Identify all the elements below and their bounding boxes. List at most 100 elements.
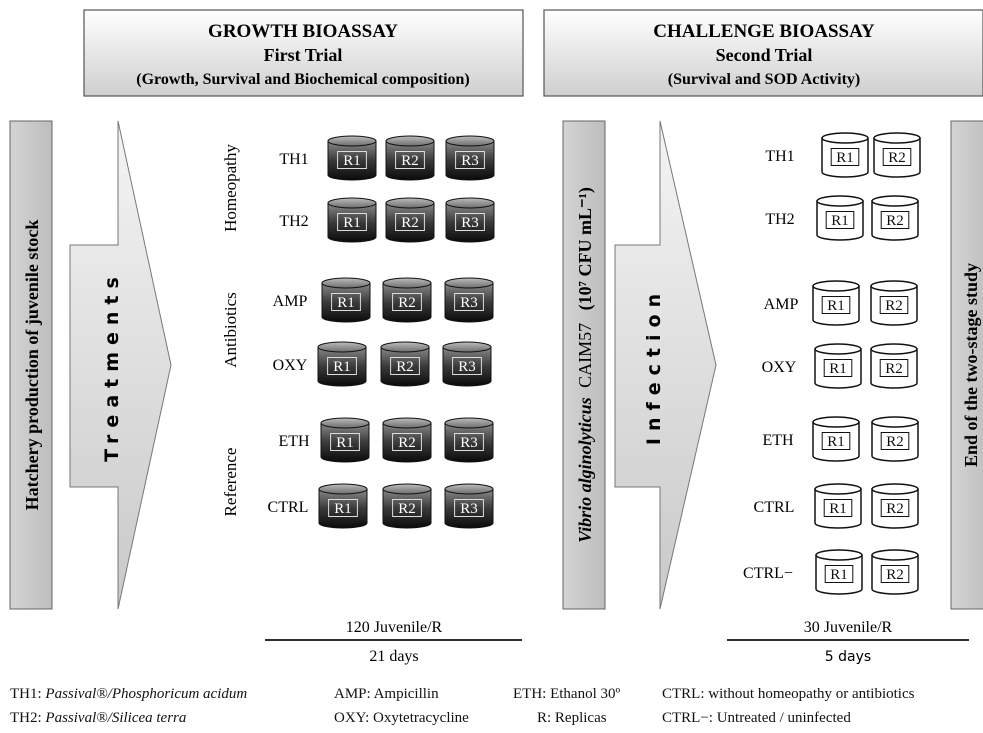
replicate-label: R2 xyxy=(401,153,419,169)
tank-rim xyxy=(870,280,918,292)
replicate-label: R2 xyxy=(885,361,903,377)
tank: R3 xyxy=(445,135,495,181)
challenge-row-label: CTRL xyxy=(754,499,795,516)
tank: R1 xyxy=(317,341,367,387)
tank-body xyxy=(385,202,435,243)
replicate-label: R2 xyxy=(398,501,416,517)
replicate-label: R1 xyxy=(343,153,361,169)
tank-body xyxy=(318,488,368,529)
challenge-header-box: CHALLENGE BIOASSAY Second Trial (Surviva… xyxy=(543,9,983,97)
tank: R2 xyxy=(871,195,919,241)
tank: R1 xyxy=(318,483,368,529)
tank: R2 xyxy=(873,132,921,178)
replicate-box xyxy=(454,293,484,311)
replicate-box xyxy=(392,433,422,451)
replicate-label: R1 xyxy=(836,150,854,166)
tank-rim xyxy=(321,277,371,289)
infection-label: Infection xyxy=(643,287,665,445)
replicate-label: R2 xyxy=(888,150,906,166)
tank-rim xyxy=(871,416,919,428)
legend-th1-value: Passival®/Phosphoricum acidum xyxy=(45,686,248,702)
replicate-label: R2 xyxy=(398,295,416,311)
challenge-title: CHALLENGE BIOASSAY xyxy=(653,21,875,42)
replicate-box xyxy=(452,357,482,375)
replicate-box xyxy=(392,499,422,517)
replicate-box xyxy=(882,148,912,166)
replicate-label: R3 xyxy=(460,501,478,517)
tank: R3 xyxy=(445,197,495,243)
right-bar: End of the two-stage study xyxy=(950,120,983,610)
replicate-box xyxy=(395,151,425,169)
replicate-label: R1 xyxy=(829,361,847,377)
tank: R3 xyxy=(442,341,492,387)
replicate-box xyxy=(390,357,420,375)
replicate-label: R1 xyxy=(831,213,849,229)
tank-body xyxy=(320,422,370,463)
tank-rim xyxy=(382,417,432,429)
legend-th2-value: Passival®/Silicea terra xyxy=(45,710,187,726)
tank-rim xyxy=(320,417,370,429)
replicate-label: R1 xyxy=(333,359,351,375)
tank: R2 xyxy=(871,416,919,462)
replicate-box xyxy=(330,433,360,451)
legend-oxy: OXY: Oxytetracycline xyxy=(334,710,469,726)
left-bar-label: Hatchery production of juvenile stock xyxy=(22,220,42,511)
tank: R3 xyxy=(444,417,494,463)
replicate-box xyxy=(880,211,910,229)
replicate-label: R1 xyxy=(829,501,847,517)
tank-body xyxy=(445,140,495,181)
infection-arrow: Infection xyxy=(614,120,717,610)
group-reference: Reference xyxy=(221,448,240,517)
tank: R2 xyxy=(385,197,435,243)
challenge-row-label: TH2 xyxy=(765,211,794,228)
tank-rim xyxy=(870,343,918,355)
replicate-label: R1 xyxy=(336,435,354,451)
replicate-label: R1 xyxy=(337,295,355,311)
tank-body xyxy=(445,202,495,243)
replicate-label: R3 xyxy=(460,295,478,311)
tank-rim xyxy=(380,341,430,353)
tank: R2 xyxy=(382,483,432,529)
growth-header-box: GROWTH BIOASSAY First Trial (Growth, Sur… xyxy=(83,9,524,97)
replicate-label: R2 xyxy=(886,501,904,517)
challenge-detail: (Survival and SOD Activity) xyxy=(668,71,860,88)
tank-rim xyxy=(382,483,432,495)
tank-body xyxy=(327,140,377,181)
replicate-label: R3 xyxy=(461,215,479,231)
replicate-label: R3 xyxy=(461,153,479,169)
tank: R1 xyxy=(821,132,869,178)
growth-footer: 120 Juvenile/R 21 days xyxy=(265,619,522,665)
replicate-label: R1 xyxy=(827,298,845,314)
replicate-label: R2 xyxy=(398,435,416,451)
tank: R1 xyxy=(814,483,862,529)
growth-row-label: TH2 xyxy=(279,213,308,230)
growth-title: GROWTH BIOASSAY xyxy=(208,21,398,42)
middle-bar-dose: (10⁷ CFU mL⁻¹) xyxy=(575,187,596,310)
challenge-row-label: CTRL− xyxy=(743,565,793,582)
tank-rim xyxy=(871,483,919,495)
tank: R1 xyxy=(815,549,863,595)
growth-row-label: OXY xyxy=(273,357,308,374)
tank-rim xyxy=(382,277,432,289)
tank-rim xyxy=(444,277,494,289)
tank: R1 xyxy=(321,277,371,323)
tank-body xyxy=(321,282,371,323)
tank-rim xyxy=(327,135,377,147)
group-homeopathy: Homeopathy xyxy=(221,144,240,232)
legend-amp: AMP: Ampicillin xyxy=(334,686,439,702)
challenge-row-label: OXY xyxy=(762,359,797,376)
tank: R2 xyxy=(382,277,432,323)
tank-body xyxy=(327,202,377,243)
replicate-box xyxy=(823,359,853,377)
middle-bar-species: Vibrio alginolyticus xyxy=(575,397,595,543)
replicate-label: R2 xyxy=(401,215,419,231)
challenge-row-label: ETH xyxy=(762,432,794,449)
group-antibiotics: Antibiotics xyxy=(221,292,240,368)
tank: R2 xyxy=(385,135,435,181)
legend-th1: TH1: Passival®/Phosphoricum acidum xyxy=(10,686,247,703)
replicate-label: R1 xyxy=(827,434,845,450)
replicate-box xyxy=(821,296,851,314)
tank: R1 xyxy=(320,417,370,463)
left-bar: Hatchery production of juvenile stock xyxy=(9,120,53,610)
